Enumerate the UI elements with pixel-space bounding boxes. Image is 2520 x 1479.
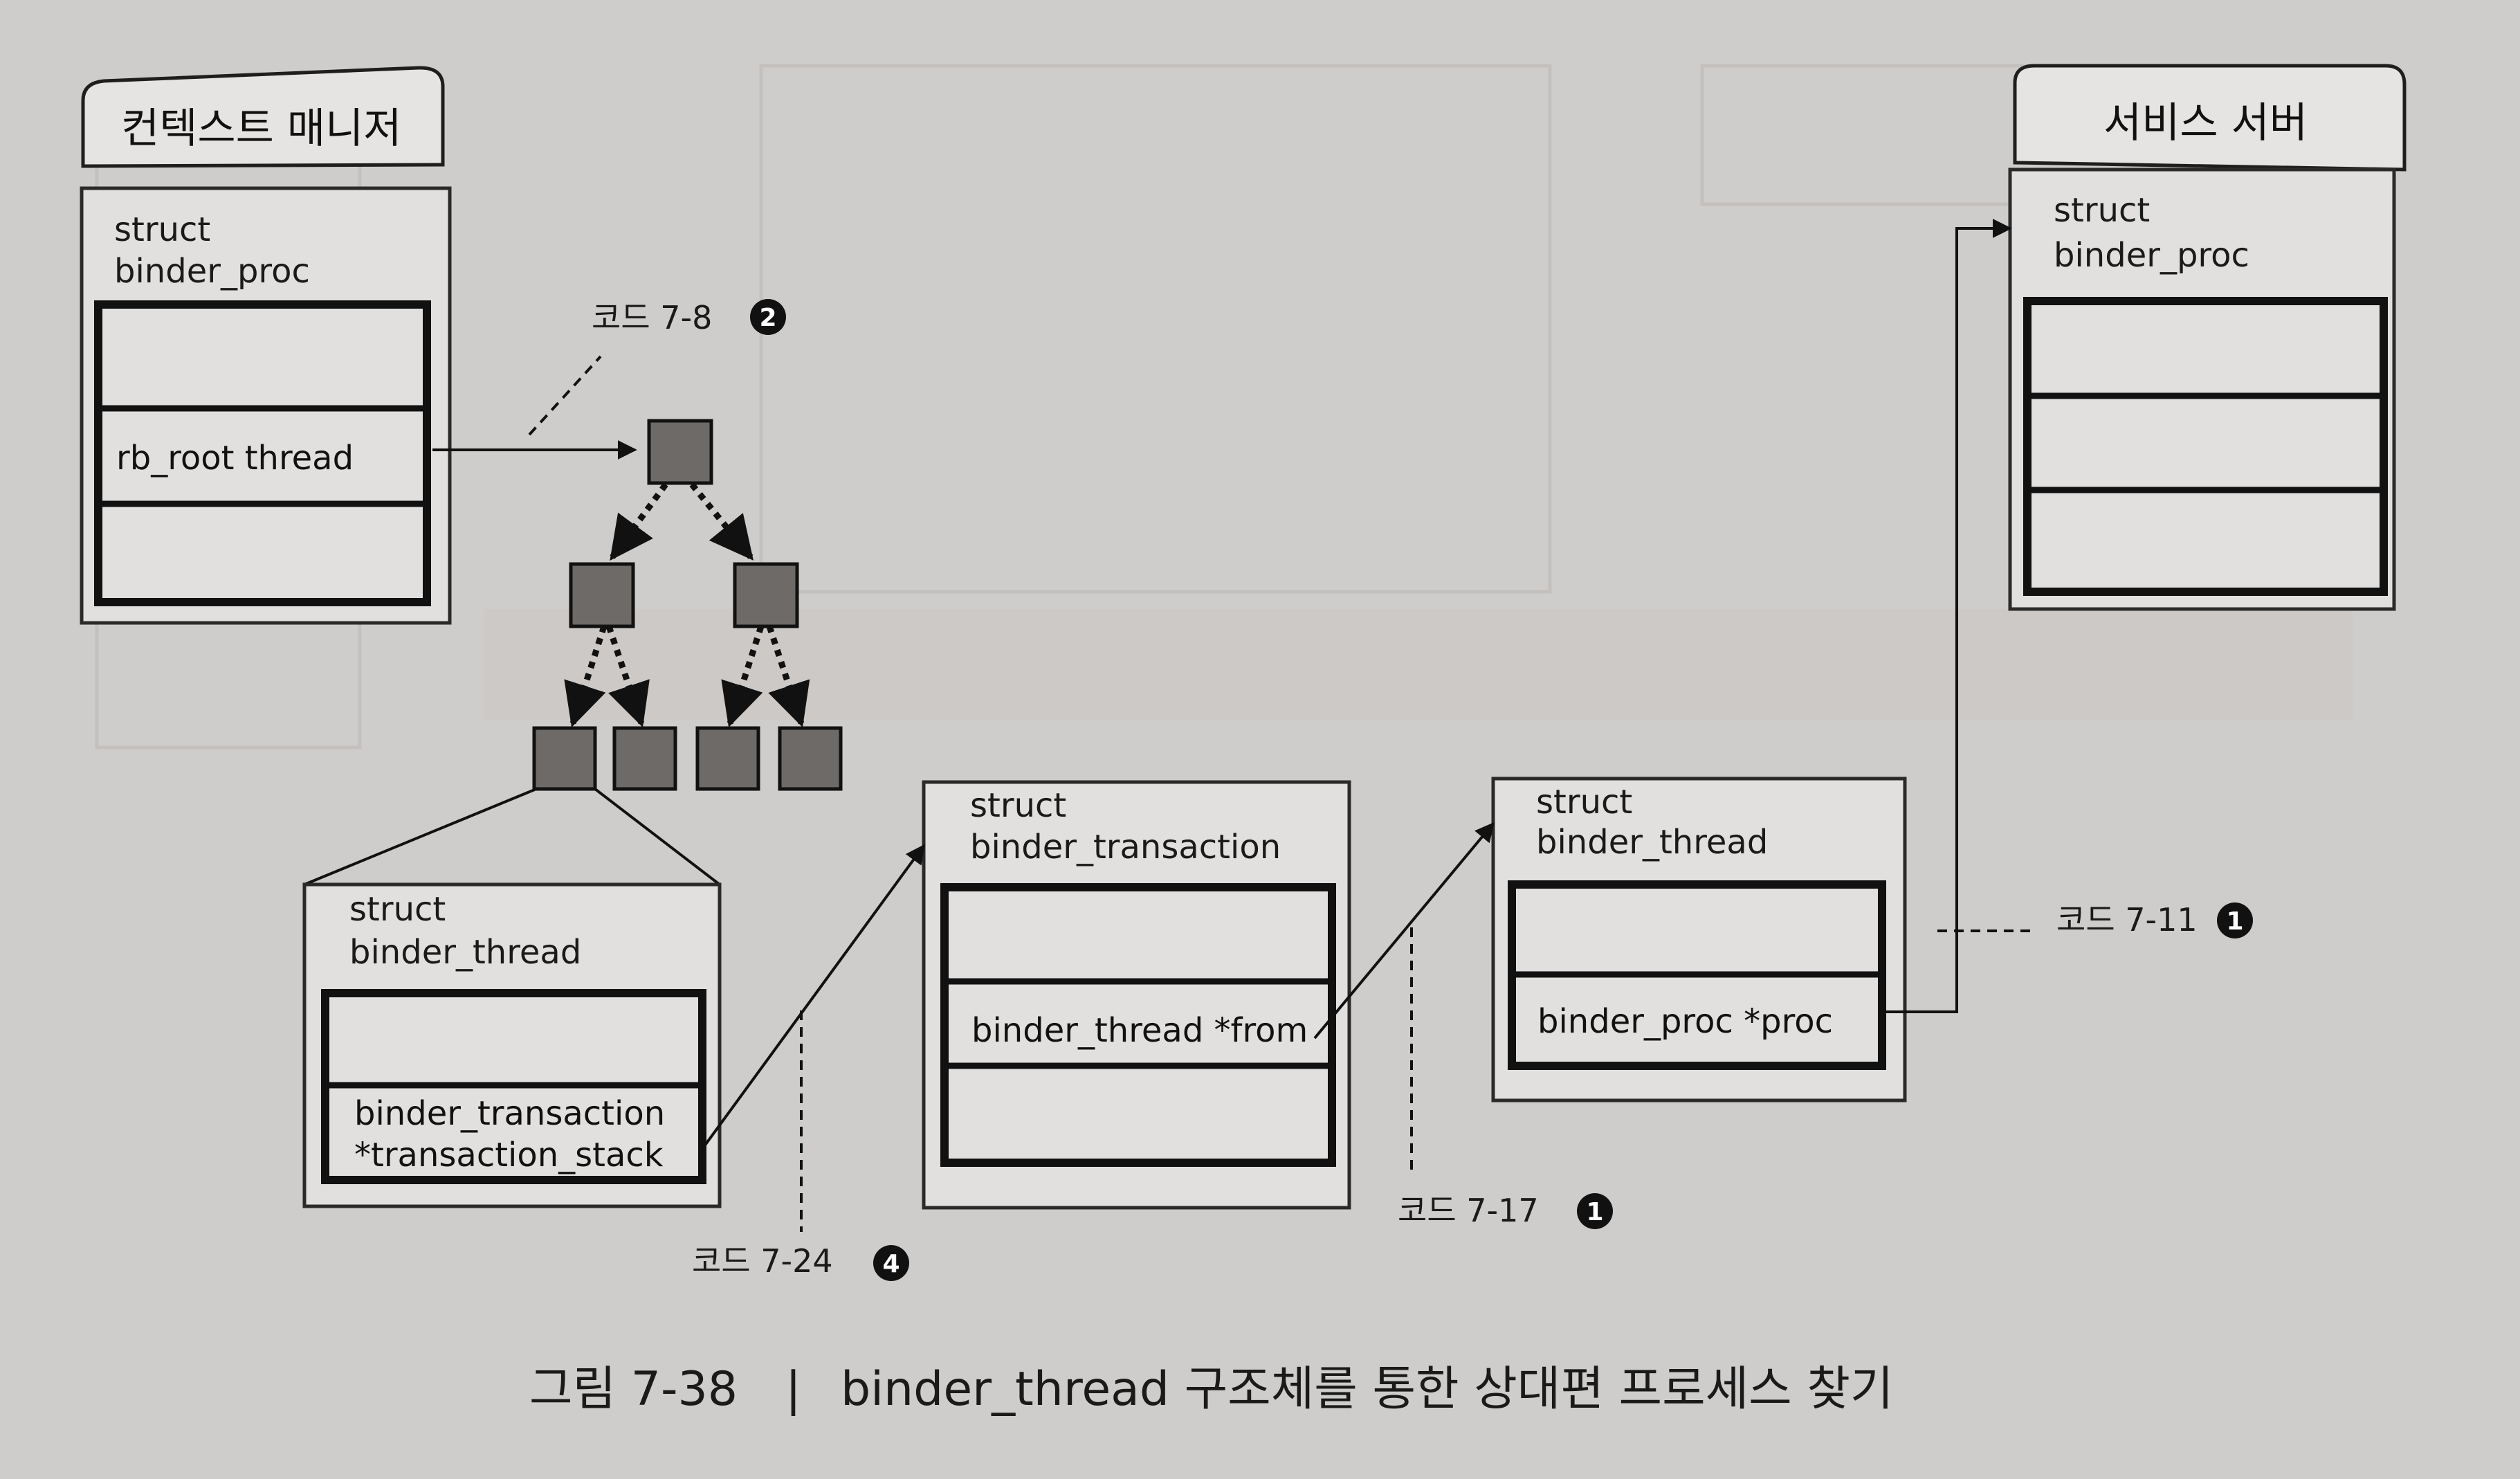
- tree-node-right: [733, 562, 799, 628]
- service-server-title: 서비스 서버: [2103, 99, 2308, 147]
- binder-thread-right-panel: [1491, 777, 1907, 1103]
- binder-transaction-struct-line2: binder_transaction: [970, 828, 1281, 866]
- binder-transaction-cells: [940, 883, 1336, 1167]
- arrow-transaction-stack: [701, 844, 925, 1150]
- badge-circle: [1577, 1193, 1613, 1229]
- badge-number: 1: [1586, 1198, 1603, 1226]
- code-ref-7-8: 코드 7-8 2: [528, 299, 786, 436]
- binder-transaction-panel: [922, 780, 1351, 1210]
- service-server-tab: [2013, 64, 2407, 172]
- context-manager-struct-line1: struct: [114, 210, 210, 249]
- badge-circle: [750, 299, 786, 335]
- arrow-from: [1313, 822, 1495, 1040]
- code-ref-7-11: 코드 7-11 1: [1937, 901, 2253, 938]
- binder-transaction-field-from: binder_thread *from: [971, 1011, 1308, 1050]
- tree-node-leaf-2: [612, 726, 677, 791]
- arrow-proc: [1879, 219, 2012, 1013]
- caption-figure-number: 그림 7-38: [529, 1362, 738, 1417]
- badge-number: 1: [2226, 907, 2243, 936]
- binder-thread-left-field-line1: binder_transaction: [354, 1094, 665, 1133]
- binder-thread-right-group: struct binder_thread binder_proc *proc: [1491, 777, 1907, 1103]
- context-manager-field-rb-root: rb_root thread: [116, 439, 354, 478]
- code-ref-7-17: 코드 7-17 1: [1398, 927, 1613, 1229]
- context-manager-tab: [81, 66, 445, 168]
- service-server-struct-line1: struct: [2054, 191, 2150, 230]
- caption-separator: |: [785, 1362, 801, 1417]
- binder-thread-left-struct-line2: binder_thread: [349, 933, 581, 972]
- binder-thread-left-panel: [302, 882, 722, 1208]
- badge-number: 2: [759, 304, 776, 332]
- context-manager-title: 컨텍스트 매니저: [121, 105, 401, 153]
- pointer-arrows: [701, 219, 2012, 1150]
- binder-thread-right-struct-line2: binder_thread: [1536, 823, 1768, 862]
- figure-caption: 그림 7-38 | binder_thread 구조체를 통한 상대편 프로세스…: [529, 1362, 1893, 1417]
- context-manager-cells: [94, 300, 431, 606]
- service-server-group: 서비스 서버 struct binder_proc: [2008, 64, 2407, 611]
- tree-node-root: [647, 419, 713, 485]
- thread-tree: [304, 419, 843, 886]
- binder-thread-left-struct-line1: struct: [349, 890, 446, 929]
- code-ref-7-24: 코드 7-24 4: [692, 1010, 909, 1281]
- service-server-cells: [2023, 297, 2388, 596]
- code-ref-label: 코드 7-8: [592, 299, 712, 336]
- badge-number: 4: [882, 1250, 900, 1278]
- tree-node-left: [569, 562, 635, 628]
- binder-transaction-group: struct binder_transaction binder_thread …: [922, 780, 1351, 1210]
- context-manager-struct-line2: binder_proc: [114, 252, 310, 291]
- tree-node-leaf-1: [532, 726, 597, 791]
- service-server-panel: [2008, 167, 2396, 611]
- caption-text: binder_thread 구조체를 통한 상대편 프로세스 찾기: [841, 1362, 1893, 1417]
- code-ref-label: 코드 7-17: [1398, 1192, 1539, 1229]
- context-manager-group: 컨텍스트 매니저 struct binder_proc rb_root thre…: [80, 66, 452, 625]
- badge-circle: [2217, 902, 2253, 938]
- tree-node-leaf-4: [778, 726, 843, 791]
- badge-circle: [873, 1245, 909, 1281]
- binder-thread-left-field-line2: *transaction_stack: [354, 1136, 664, 1174]
- code-ref-label: 코드 7-11: [2056, 901, 2198, 938]
- service-server-struct-line2: binder_proc: [2054, 236, 2249, 275]
- binder-thread-left-group: struct binder_thread binder_transaction …: [302, 882, 722, 1208]
- code-ref-label: 코드 7-24: [692, 1242, 833, 1280]
- binder-thread-right-struct-line1: struct: [1536, 783, 1632, 822]
- binder-transaction-struct-line1: struct: [970, 786, 1066, 825]
- tree-node-leaf-3: [695, 726, 760, 791]
- binder-thread-right-field-proc: binder_proc *proc: [1537, 1002, 1833, 1041]
